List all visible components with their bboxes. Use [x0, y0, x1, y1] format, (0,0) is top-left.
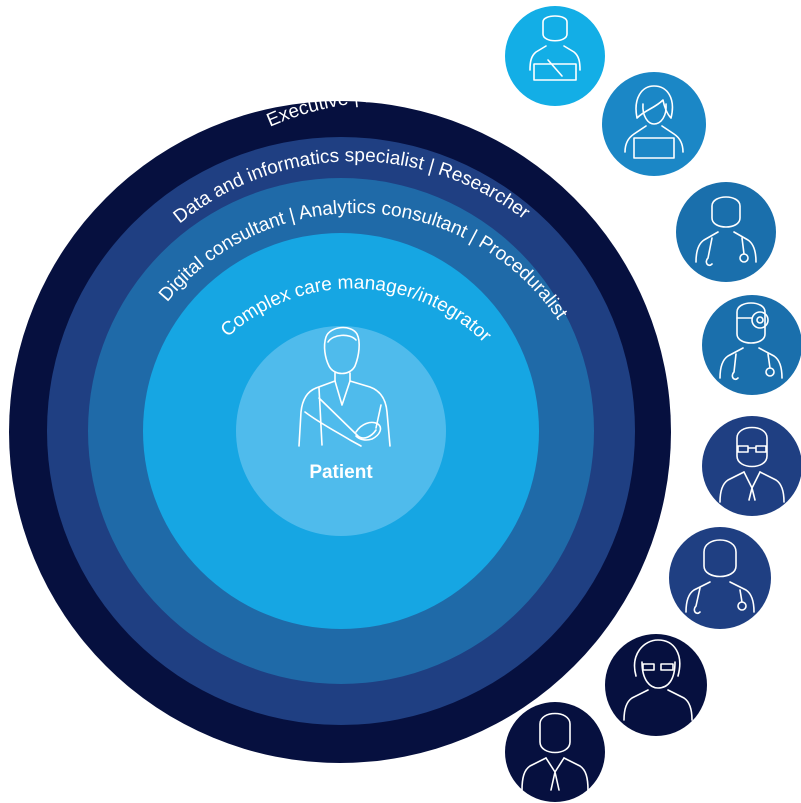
- clinician-stethoscope-icon: [695, 196, 757, 267]
- woman-with-glasses-icon: [623, 639, 693, 721]
- role-icon-6: [669, 527, 771, 629]
- role-icon-4: [702, 295, 801, 395]
- clinician-scrubs-stethoscope-icon: [685, 539, 755, 615]
- role-icon-4-circle: [702, 295, 801, 395]
- doctor-head-mirror-icon: [719, 302, 783, 381]
- patient-label: Patient: [309, 462, 373, 483]
- woman-with-laptop-icon: [624, 85, 684, 159]
- person-at-desk-icon: [529, 15, 581, 81]
- role-icon-7: [605, 634, 707, 736]
- role-icon-3-circle: [676, 182, 776, 282]
- role-icon-2: [602, 72, 706, 176]
- role-icon-8: [505, 702, 605, 802]
- role-icon-6-circle: [669, 527, 771, 629]
- center-patient-circle: [236, 326, 446, 536]
- patient-arm-sling-icon: [298, 326, 391, 447]
- role-icon-7-circle: [605, 634, 707, 736]
- man-with-glasses-suit-icon: [719, 426, 785, 503]
- role-icon-1-circle: [505, 6, 605, 106]
- role-icon-5: [702, 416, 801, 516]
- role-icon-1: [505, 6, 605, 106]
- role-icon-3: [676, 182, 776, 282]
- man-in-suit-tie-icon: [521, 712, 589, 791]
